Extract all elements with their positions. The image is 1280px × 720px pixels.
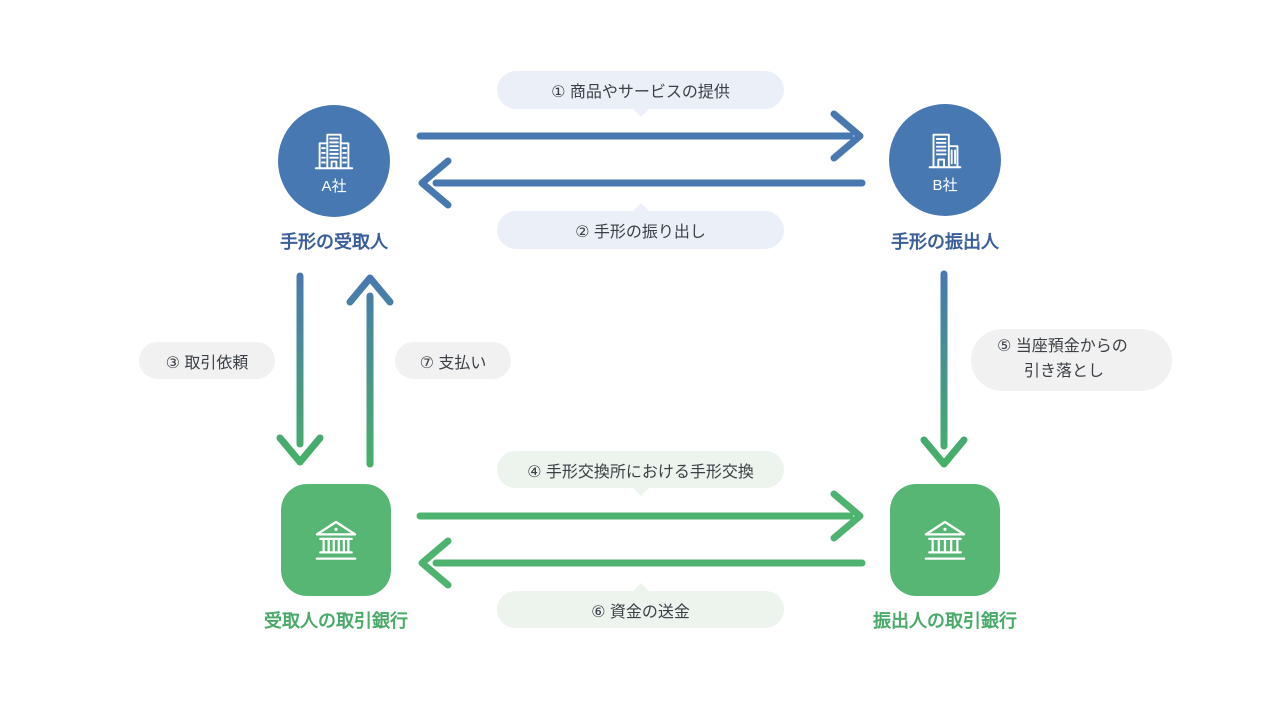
step-4-bubble: ④ 手形交換所における手形交換: [497, 451, 784, 488]
step-5-label-line2: 引き落とし: [1024, 363, 1105, 380]
step-4-label: ④ 手形交換所における手形交換: [527, 463, 754, 481]
bank-building-icon: [924, 520, 966, 560]
arrow-2-bill-issuance: [418, 157, 866, 209]
bank-building-icon: [315, 520, 357, 560]
step-1-label: ① 商品やサービスの提供: [551, 84, 730, 101]
step-5-bubble: ⑤ 当座預金からの 引き落とし: [971, 329, 1172, 391]
node-bank-drawer: [890, 484, 1000, 596]
company-a-label: 手形の受取人: [280, 232, 388, 252]
arrow-5-withdrawal: [920, 270, 968, 468]
node-company-a: A社: [278, 105, 390, 217]
node-company-b: B社: [889, 104, 1001, 216]
company-a-badge: A社: [321, 178, 347, 195]
node-bank-receiver: [281, 484, 391, 596]
arrow-3-transaction-request: [276, 272, 324, 466]
bank-drawer-label: 振出人の取引銀行: [873, 611, 1017, 631]
company-b-label: 手形の振出人: [891, 232, 999, 252]
arrow-6-funds-remittance: [418, 537, 866, 589]
office-building-icon: [314, 133, 354, 170]
step-6-bubble: ⑥ 資金の送金: [497, 591, 784, 628]
step-2-label: ② 手形の振り出し: [575, 224, 706, 241]
step-2-bubble: ② 手形の振り出し: [497, 211, 784, 249]
arrow-7-payment: [346, 274, 394, 468]
step-1-bubble: ① 商品やサービスの提供: [497, 71, 784, 109]
step-3-bubble: ③ 取引依頼: [139, 342, 275, 379]
step-7-label: ⑦ 支払い: [419, 354, 487, 372]
office-building-icon: [928, 133, 962, 169]
arrow-1-goods-services: [416, 110, 864, 162]
step-7-bubble: ⑦ 支払い: [395, 342, 511, 379]
step-6-label: ⑥ 資金の送金: [591, 603, 690, 621]
step-3-label: ③ 取引依頼: [165, 354, 249, 372]
step-5-label-line1: ⑤ 当座預金からの: [997, 338, 1128, 356]
bank-receiver-label: 受取人の取引銀行: [264, 611, 408, 631]
arrow-4-bill-exchange: [416, 490, 864, 542]
company-b-badge: B社: [932, 177, 958, 194]
